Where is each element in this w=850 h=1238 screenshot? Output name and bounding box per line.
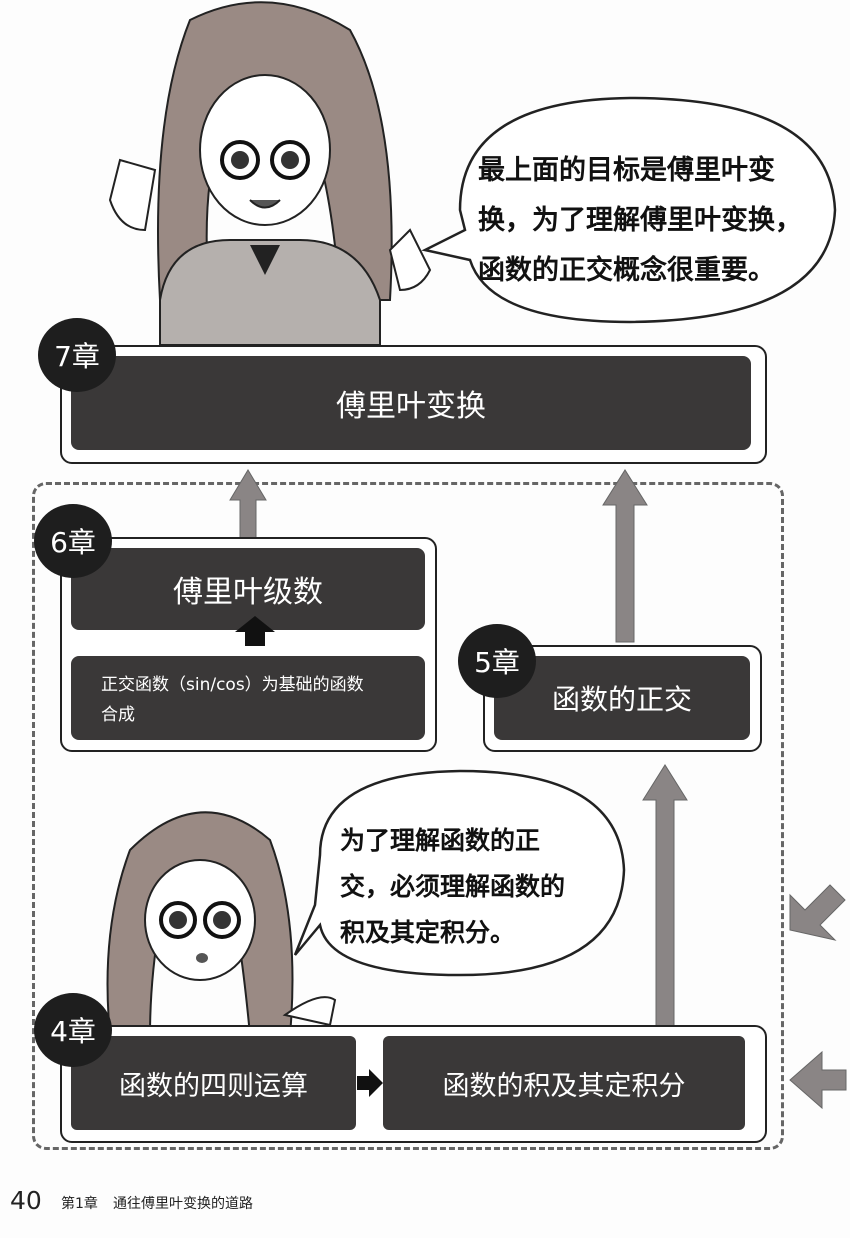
up-arrow-icon	[235, 616, 275, 646]
chapter6-badge: 6章	[34, 504, 112, 578]
speech-line: 换，为了理解傅里叶变换，	[478, 205, 802, 236]
chapter7-badge: 7章	[38, 318, 116, 392]
description-line: 合成	[101, 705, 135, 725]
speech-line: 最上面的目标是傅里叶变	[478, 155, 775, 186]
girl-character-bottom	[106, 811, 337, 1035]
chapter5-badge: 5章	[458, 624, 536, 698]
chapter4-badge: 4章	[34, 993, 112, 1067]
speech-bubble-bottom	[293, 769, 626, 977]
speech-text-bottom: 为了理解函数的正 交，必须理解函数的 积及其定积分。	[340, 818, 565, 956]
speech-bubble-top	[421, 96, 837, 324]
chapter6-title: 傅里叶级数	[71, 548, 425, 630]
speech-line: 为了理解函数的正	[340, 826, 541, 855]
footer-chapter: 第1章	[61, 1196, 98, 1212]
diagonal-arrow-icon	[789, 884, 846, 941]
page-number: 40	[10, 1186, 42, 1215]
left-arrow-icon	[789, 1050, 847, 1110]
dashed-region	[32, 482, 784, 1150]
speech-line: 交，必须理解函数的	[340, 872, 566, 901]
speech-line: 积及其定积分。	[340, 918, 516, 947]
speech-text-top: 最上面的目标是傅里叶变 换，为了理解傅里叶变换， 函数的正交概念很重要。	[478, 146, 802, 296]
footer-title: 通往傅里叶变换的道路	[113, 1196, 253, 1212]
chapter7-title: 傅里叶变换	[71, 356, 751, 450]
description-line: 正交函数（sin/cos）为基础的函数	[101, 675, 364, 695]
chapter6-description: 正交函数（sin/cos）为基础的函数 合成	[71, 656, 425, 740]
girl-character-top	[108, 1, 432, 345]
chapter4-left: 函数的四则运算	[71, 1036, 356, 1130]
chapter5-title: 函数的正交	[494, 656, 750, 740]
speech-line: 函数的正交概念很重要。	[478, 255, 775, 286]
chapter4-right: 函数的积及其定积分	[383, 1036, 745, 1130]
right-arrow-icon	[357, 1069, 383, 1097]
